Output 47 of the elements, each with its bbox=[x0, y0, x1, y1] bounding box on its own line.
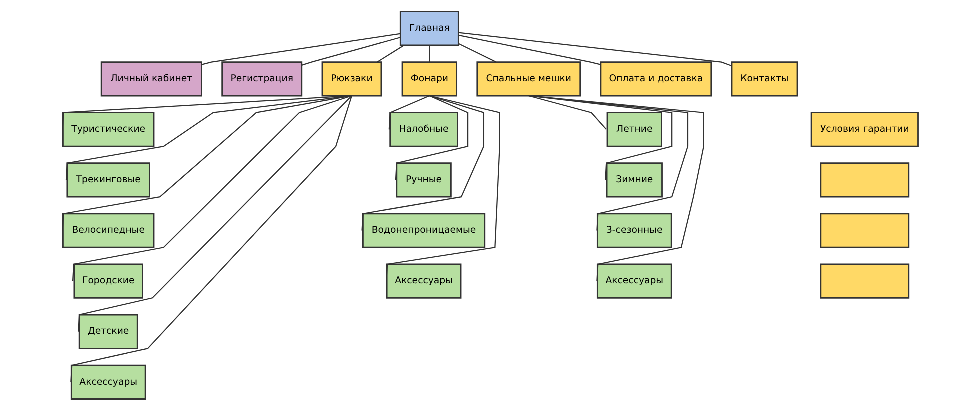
connector bbox=[528, 95, 704, 282]
node-box: Ручные bbox=[396, 162, 452, 198]
connector bbox=[70, 96, 352, 382]
node-box: Туристические bbox=[62, 112, 154, 148]
connector bbox=[72, 95, 352, 282]
connector bbox=[528, 95, 688, 231]
node-box: Аксессуары bbox=[596, 264, 672, 299]
connector bbox=[376, 45, 404, 63]
node-box: Велосипедные bbox=[62, 213, 154, 248]
node-box bbox=[820, 162, 910, 198]
connector bbox=[201, 33, 400, 66]
node-box: Контакты bbox=[730, 62, 798, 97]
connector bbox=[458, 43, 496, 63]
connector bbox=[361, 95, 484, 231]
connector bbox=[388, 95, 430, 130]
node-box: Налобные bbox=[389, 112, 458, 148]
node-box: Условия гарантии bbox=[810, 112, 918, 148]
connector bbox=[458, 34, 601, 66]
connector bbox=[528, 95, 606, 130]
connector bbox=[62, 95, 352, 231]
node-box bbox=[820, 213, 910, 248]
node-box: Аксессуары bbox=[386, 264, 462, 299]
node-box: Регистрация bbox=[221, 62, 302, 97]
connector bbox=[458, 32, 732, 66]
node-box: Водонепроницаемые bbox=[362, 213, 486, 248]
node-box: Фонари bbox=[401, 62, 457, 97]
connector bbox=[394, 95, 468, 180]
node-box: Спальные мешки bbox=[476, 62, 581, 97]
node-box: Главная bbox=[399, 11, 459, 46]
node-box: Детские bbox=[78, 314, 138, 350]
node-box: Зимние bbox=[606, 162, 662, 198]
node-box: 3-сезонные bbox=[596, 213, 672, 248]
connector bbox=[301, 37, 400, 66]
node-box: Оплата и доставка bbox=[600, 62, 712, 97]
connector bbox=[62, 95, 352, 130]
node-box bbox=[820, 264, 910, 299]
node-box: Летние bbox=[606, 112, 662, 148]
connector bbox=[528, 95, 672, 180]
node-box: Городские bbox=[73, 264, 143, 299]
node-box: Рюкзаки bbox=[321, 62, 382, 97]
connector bbox=[386, 95, 500, 282]
connector bbox=[428, 45, 430, 62]
connector bbox=[78, 96, 352, 332]
node-box: Аксессуары bbox=[70, 364, 146, 400]
node-box: Трекинговые bbox=[66, 162, 150, 198]
connector bbox=[65, 95, 352, 180]
node-box: Личный кабинет bbox=[100, 62, 202, 97]
